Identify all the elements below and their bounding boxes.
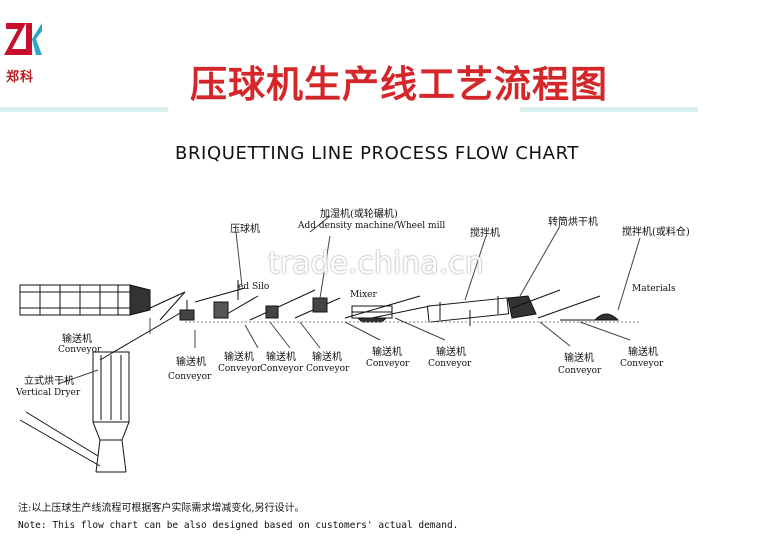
conveyor-line	[159, 291, 186, 321]
conveyor-label-cn: 输送机	[564, 353, 594, 364]
page-title-cn: 压球机生产线工艺流程图	[190, 62, 608, 106]
conveyor-label-cn: 输送机	[312, 352, 342, 363]
conveyor-label-cn: 输送机	[436, 347, 466, 358]
conveyor-label-en: Conveyor	[168, 372, 212, 382]
conveyor-label-cn: 输送机	[266, 352, 296, 363]
conveyor-label-en: Conveyor	[260, 364, 304, 374]
materials-label-en: Materials	[632, 284, 676, 294]
conveyor-label-en: Conveyor	[558, 366, 602, 376]
note-cn: 注:以上压球生产线流程可根据客户实际需求增减变化,另行设计。	[18, 503, 305, 514]
conveyor-label-en: Conveyor	[620, 359, 664, 369]
conveyor-label-cn: 输送机	[224, 352, 254, 363]
conveyor-label-cn: 输送机	[176, 357, 206, 368]
header-band-left	[0, 107, 168, 112]
conveyor-line	[511, 289, 561, 309]
watermark: trade.china.cn	[268, 246, 484, 281]
conveyor-line	[249, 289, 316, 321]
conveyor-label-cn: 输送机	[62, 334, 92, 345]
add-density-label-en: Add density machine/Wheel mill	[298, 221, 446, 231]
vertical-dryer-label-en: Vertical Dryer	[16, 388, 81, 398]
silo-machine	[213, 301, 229, 319]
zk-logo	[4, 23, 42, 55]
silo-label-cn: 压球机	[230, 224, 260, 235]
conveyor-label-en: Conveyor	[306, 364, 350, 374]
add-density-label-cn: 加湿机(或轮碾机)	[320, 209, 398, 220]
conveyor-line	[194, 287, 246, 303]
mixer-label-en: Mixer	[350, 290, 377, 300]
logo-text: 郑科	[6, 70, 35, 85]
conveyor-label-en: Conveyor	[428, 359, 472, 369]
conveyor-line	[537, 295, 601, 319]
conveyor-line	[344, 295, 421, 319]
conveyor-label-en: Conveyor	[58, 345, 102, 355]
conveyor-line	[99, 311, 183, 361]
materials-label-cn: 搅拌机(或料仓)	[622, 227, 690, 238]
briquette-machine	[179, 300, 195, 321]
note-en: Note: This flow chart can be also design…	[18, 520, 459, 531]
wheel-mill-machine	[312, 297, 328, 313]
conveyor-line	[371, 305, 431, 319]
drum-dryer-label-cn: 转筒烘干机	[548, 217, 598, 228]
conveyor-label-en: Conveyor	[366, 359, 410, 369]
vertical-dryer-label-cn: 立式烘干机	[24, 376, 74, 387]
conveyor-label-cn: 输送机	[372, 347, 402, 358]
conveyor-line	[149, 291, 186, 309]
conveyor-label-cn: 输送机	[628, 347, 658, 358]
mixer-label-cn: 搅拌机	[470, 228, 500, 239]
material-pile	[593, 313, 620, 321]
press-machine	[265, 305, 279, 319]
conveyor-line	[19, 419, 101, 467]
header-band-right	[520, 107, 698, 112]
page-title-en: BRIQUETTING LINE PROCESS FLOW CHART	[175, 143, 579, 164]
vertical-dryer-machine	[92, 351, 130, 473]
silo-label-en: ed Silo	[238, 282, 270, 292]
conveyor-line	[25, 411, 99, 457]
conveyor-label-en: Conveyor	[218, 364, 262, 374]
belt-dryer-machine	[19, 284, 151, 316]
